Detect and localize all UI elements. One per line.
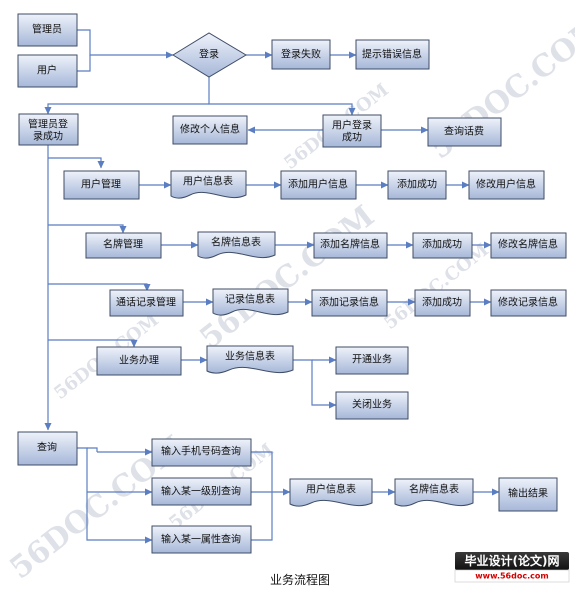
label-add-record: 添加记录信息 — [319, 296, 379, 309]
doc-record-info — [212, 288, 289, 316]
label-admin-success: 管理员登录成功 — [28, 117, 68, 142]
label-login: 登录 — [199, 48, 219, 61]
doc-user-info-2 — [289, 478, 373, 507]
box-admin-success — [18, 113, 79, 146]
label-query: 查询 — [37, 441, 57, 454]
box-card-mgmt — [85, 232, 162, 259]
badge-title: 毕业设计(论文)网 — [465, 553, 560, 568]
box-modify-card — [490, 232, 567, 259]
label-login-fail: 登录失败 — [281, 48, 321, 61]
label-open-biz: 开通业务 — [352, 353, 392, 366]
box-modify-record — [490, 289, 567, 317]
label-biz-doc: 业务信息表 — [225, 350, 275, 363]
figure-caption: 业务流程图 — [270, 572, 330, 587]
label-biz: 业务办理 — [119, 354, 159, 367]
box-add-ok-3 — [414, 289, 471, 317]
edge-admin-biz — [48, 339, 138, 348]
edge-admin-user-mgmt — [48, 157, 105, 169]
label-add-ok-3: 添加成功 — [422, 296, 462, 309]
edge-login-admin-success — [44, 103, 209, 115]
box-add-ok-2 — [412, 232, 473, 259]
badge-url: www.56doc.com — [475, 572, 548, 581]
edge-user-login — [77, 55, 91, 72]
label-user: 用户 — [37, 64, 57, 77]
edge-admin-call-mgmt — [48, 283, 151, 292]
box-output — [498, 477, 558, 512]
label-q-phone: 输入手机号码查询 — [161, 445, 241, 458]
label-add-user: 添加用户信息 — [288, 178, 348, 191]
edge-merge — [251, 451, 273, 541]
doc-user-info — [170, 170, 247, 199]
node-labels: 管理员 用户 登录 登录失败 提示错误信息 管理员登录成功 修改个人信息 用户登… — [28, 23, 558, 546]
label-admin: 管理员 — [32, 23, 62, 36]
label-output: 输出结果 — [508, 487, 548, 500]
box-admin — [17, 13, 78, 47]
label-user-mgmt: 用户管理 — [81, 178, 121, 191]
box-call-mgmt — [109, 289, 184, 317]
label-add-ok-2: 添加成功 — [422, 238, 462, 251]
box-user-mgmt — [63, 170, 140, 200]
doc-card-info — [197, 231, 276, 259]
box-add-record — [311, 289, 388, 317]
edge-admin-card-mgmt — [48, 224, 127, 234]
box-modify-personal — [172, 115, 248, 145]
edge-query-attr — [77, 447, 153, 544]
process-boxes — [17, 13, 567, 554]
label-modify-personal: 修改个人信息 — [180, 123, 240, 136]
badge-bottom-bar — [454, 569, 570, 583]
box-q-attr — [151, 525, 252, 554]
box-add-user — [280, 170, 357, 200]
box-q-phone — [151, 438, 252, 467]
label-q-attr: 输入某一属性查询 — [161, 533, 241, 546]
label-modify-card: 修改名牌信息 — [498, 238, 558, 251]
box-login-fail — [271, 39, 331, 70]
label-q-level: 输入某一级别查询 — [161, 485, 241, 498]
box-user — [17, 54, 78, 88]
box-user-success — [322, 114, 382, 148]
label-record-doc: 记录信息表 — [225, 293, 275, 306]
label-close-biz: 关闭业务 — [352, 398, 392, 411]
label-card-info-doc: 名牌信息表 — [211, 236, 261, 249]
label-modify-record: 修改记录信息 — [498, 296, 558, 309]
label-modify-user: 修改用户信息 — [476, 178, 536, 191]
doc-biz-info — [206, 345, 294, 374]
box-error-msg — [355, 39, 430, 70]
box-q-level — [151, 477, 252, 506]
box-modify-user — [468, 170, 545, 200]
box-close-biz — [335, 391, 409, 420]
label-card-mgmt: 名牌管理 — [103, 238, 143, 251]
label-query-fee: 查询话费 — [444, 125, 484, 138]
label-user-info-doc: 用户信息表 — [183, 175, 233, 188]
badge-top-bar — [455, 552, 569, 570]
box-query-fee — [427, 117, 502, 147]
edge-doc-close — [293, 359, 337, 409]
decision-login — [172, 32, 247, 78]
box-open-biz — [335, 346, 409, 375]
label-call-mgmt: 通话记录管理 — [116, 296, 176, 309]
label-user-success: 用户登录成功 — [332, 118, 372, 143]
box-biz — [96, 346, 182, 376]
box-add-card — [313, 232, 388, 259]
site-badge: 毕业设计(论文)网 www.56doc.com — [454, 552, 570, 583]
edge-login-user-success — [208, 77, 356, 116]
label-error-msg: 提示错误信息 — [362, 48, 422, 61]
document-shapes — [170, 170, 474, 507]
box-query — [17, 431, 78, 466]
box-add-ok-1 — [387, 170, 447, 200]
label-card-info-doc-2: 名牌信息表 — [409, 483, 459, 496]
label-user-info-doc-2: 用户信息表 — [306, 483, 356, 496]
watermark-layer: 56DOC.COM 56DOC.COM 56DOC.COM 56DOC.COM … — [3, 9, 575, 586]
doc-card-info-2 — [394, 478, 474, 507]
label-add-ok-1: 添加成功 — [397, 178, 437, 191]
label-add-card: 添加名牌信息 — [320, 238, 380, 251]
edge-query-stub — [87, 447, 98, 452]
connector-lines — [44, 29, 500, 544]
edge-admin-login — [77, 29, 174, 59]
watermark: 56DOC.COM — [193, 199, 381, 356]
